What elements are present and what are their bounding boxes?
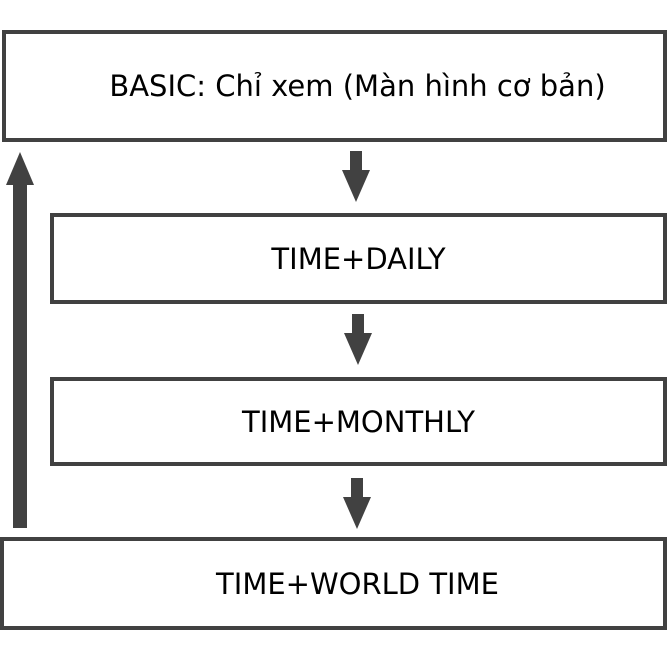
up-arrow-icon [6, 152, 34, 528]
down-arrow-icon [342, 151, 370, 202]
flow-box-basic: BASIC: Chỉ xem (Màn hình cơ bản) [2, 30, 667, 142]
down-arrow-icon [343, 478, 371, 529]
flow-box-time-daily-label: TIME+DAILY [271, 241, 446, 276]
flow-box-time-monthly-label: TIME+MONTHLY [242, 404, 475, 439]
flow-box-time-world-time: TIME+WORLD TIME [0, 537, 667, 630]
flow-box-basic-label: BASIC: Chỉ xem (Màn hình cơ bản) [109, 69, 606, 103]
down-arrow-icon [344, 314, 372, 365]
flow-box-time-monthly: TIME+MONTHLY [50, 377, 667, 466]
flow-box-time-world-time-label: TIME+WORLD TIME [216, 566, 499, 601]
flow-box-time-daily: TIME+DAILY [50, 213, 667, 304]
